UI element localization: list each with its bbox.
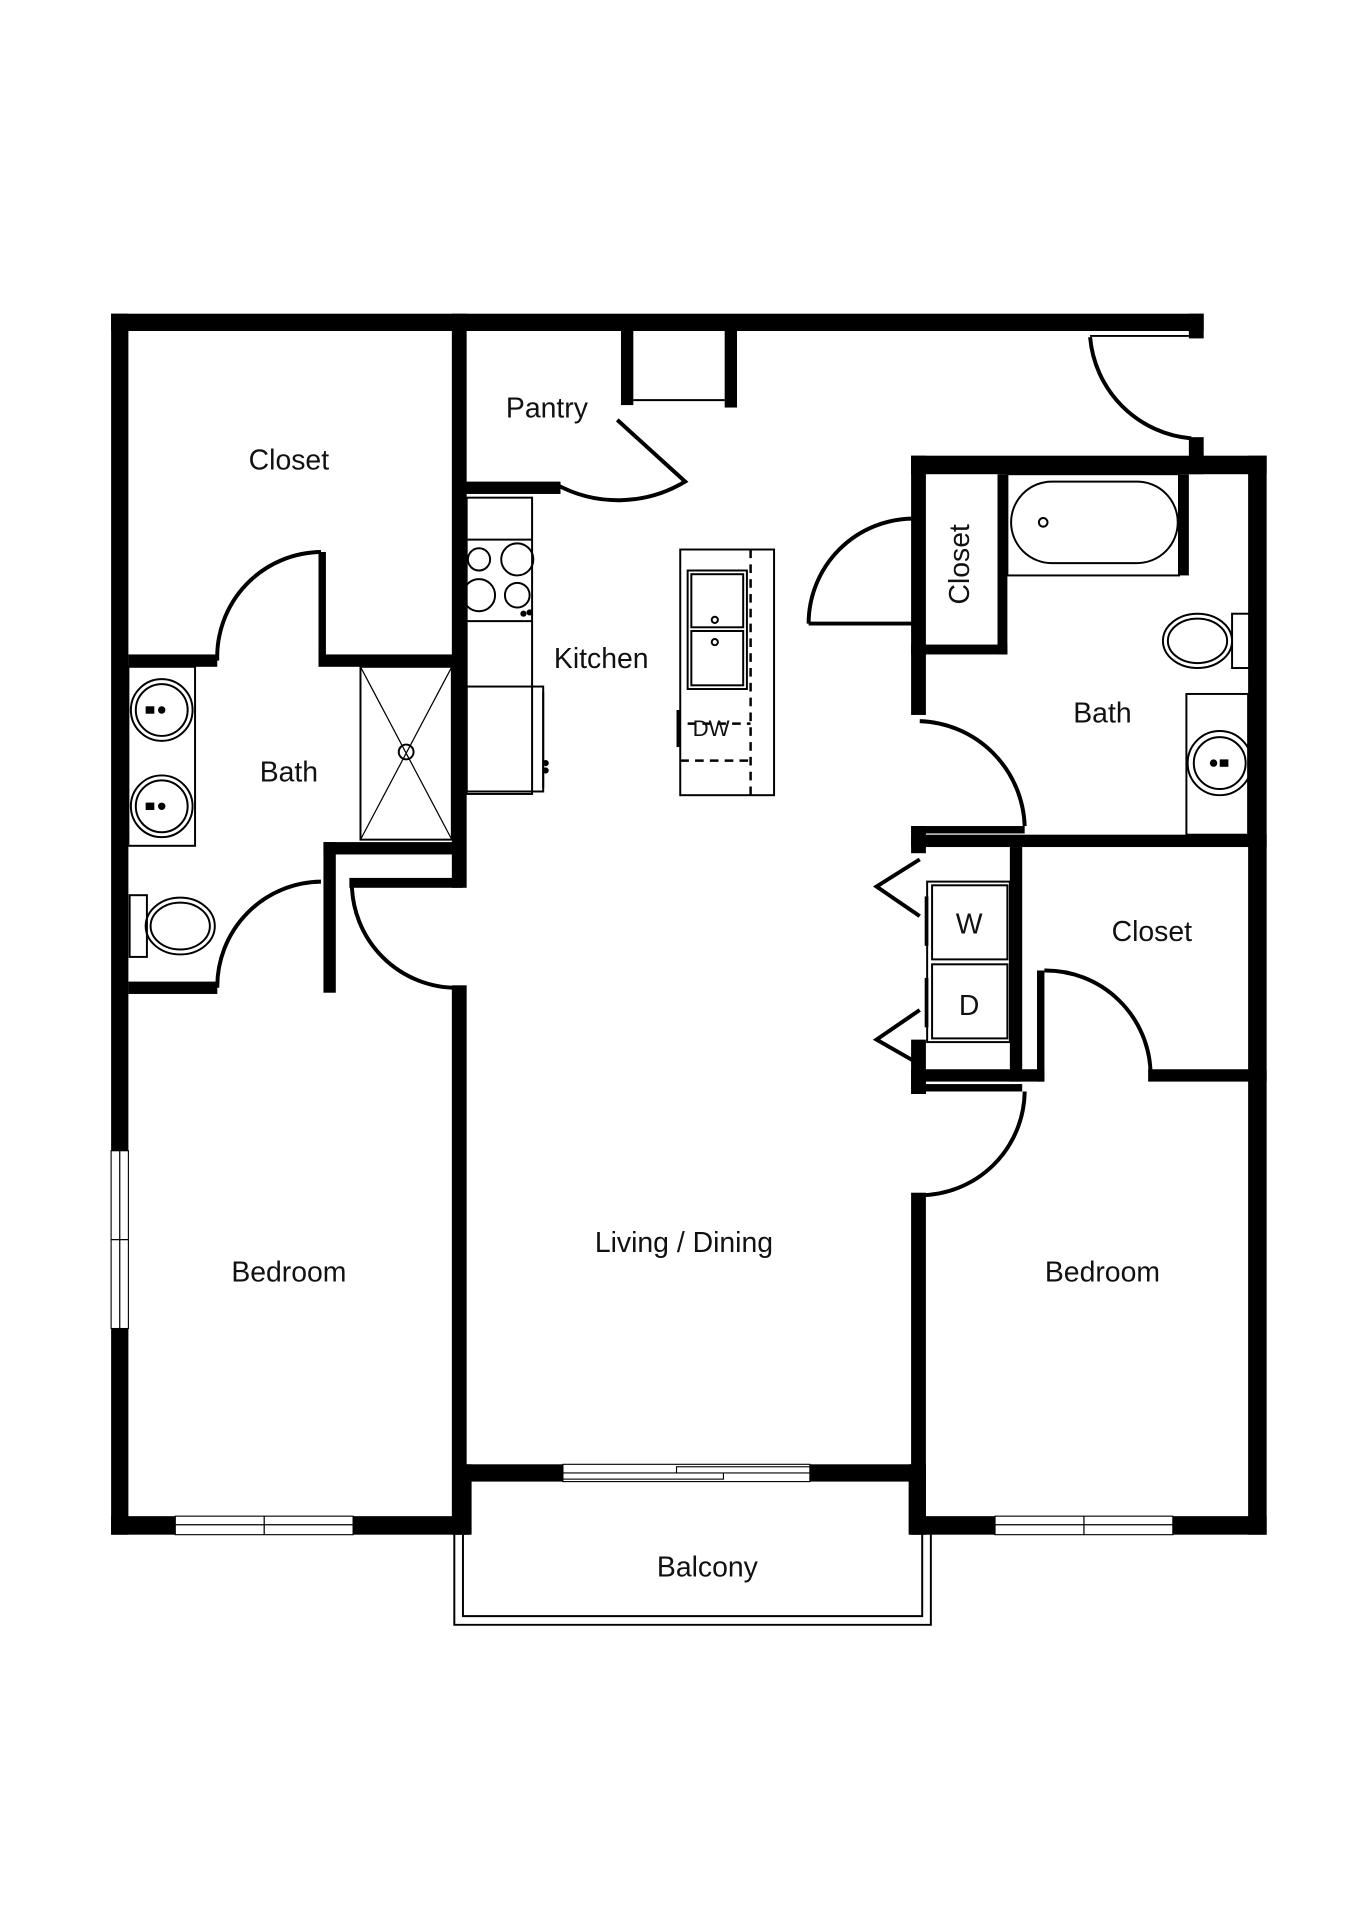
window-left-bedroom-side — [110, 1150, 129, 1330]
windows — [110, 1150, 1174, 1536]
door-closet-left — [215, 550, 322, 661]
sink-icon — [129, 678, 194, 742]
door-laundry-top — [872, 857, 921, 918]
door-bath-left — [215, 879, 322, 988]
door-closet-right — [1044, 968, 1153, 1075]
interior-walls — [128, 313, 1267, 1535]
kitchen-island — [676, 548, 776, 797]
vanity-left — [127, 665, 197, 847]
label-closet-hall: Closet — [944, 524, 976, 605]
label-bath-right: Bath — [1073, 697, 1131, 729]
label-closet-right: Closet — [1112, 916, 1193, 948]
doors — [215, 334, 1192, 1198]
door-bedroom-right — [919, 1091, 1027, 1198]
sliding-door-balcony — [562, 1463, 811, 1483]
door-bath-right — [919, 719, 1027, 827]
shower-icon — [359, 665, 453, 841]
toilet-icon — [1161, 612, 1251, 670]
room-labels: Closet Pantry Kitchen Bath Closet Bath C… — [231, 392, 1192, 1583]
label-kitchen: Kitchen — [554, 643, 649, 675]
door-closet-right-bath — [806, 516, 914, 624]
label-bedroom-right: Bedroom — [1045, 1257, 1160, 1289]
fixtures — [127, 473, 1253, 1044]
label-balcony: Balcony — [657, 1552, 759, 1584]
door-pantry — [554, 418, 689, 503]
window-right-bedroom-bottom — [994, 1515, 1174, 1536]
label-dryer: D — [959, 990, 980, 1022]
range-icon — [461, 542, 535, 617]
vanity-right — [1185, 692, 1250, 836]
door-entry — [1088, 337, 1192, 441]
refrigerator-icon — [465, 685, 549, 793]
label-washer: W — [956, 908, 983, 940]
washer-dryer — [924, 880, 1011, 1044]
door-laundry-bottom — [872, 1008, 921, 1067]
door-bedroom-left — [349, 882, 457, 990]
exterior-walls — [111, 313, 1267, 1535]
toilet-icon — [128, 894, 216, 958]
label-living-dining: Living / Dining — [595, 1227, 773, 1259]
label-dishwasher: DW — [693, 716, 730, 741]
kitchen-counter — [465, 496, 534, 795]
sink-icon — [1186, 730, 1253, 797]
label-bedroom-left: Bedroom — [231, 1257, 346, 1289]
label-closet-left: Closet — [249, 444, 330, 476]
window-left-bedroom-bottom — [174, 1515, 354, 1536]
sink-icon — [129, 774, 194, 839]
balcony — [453, 1464, 932, 1626]
label-bath-left: Bath — [260, 757, 318, 789]
label-pantry: Pantry — [506, 392, 589, 424]
bathtub-icon — [1006, 473, 1180, 577]
